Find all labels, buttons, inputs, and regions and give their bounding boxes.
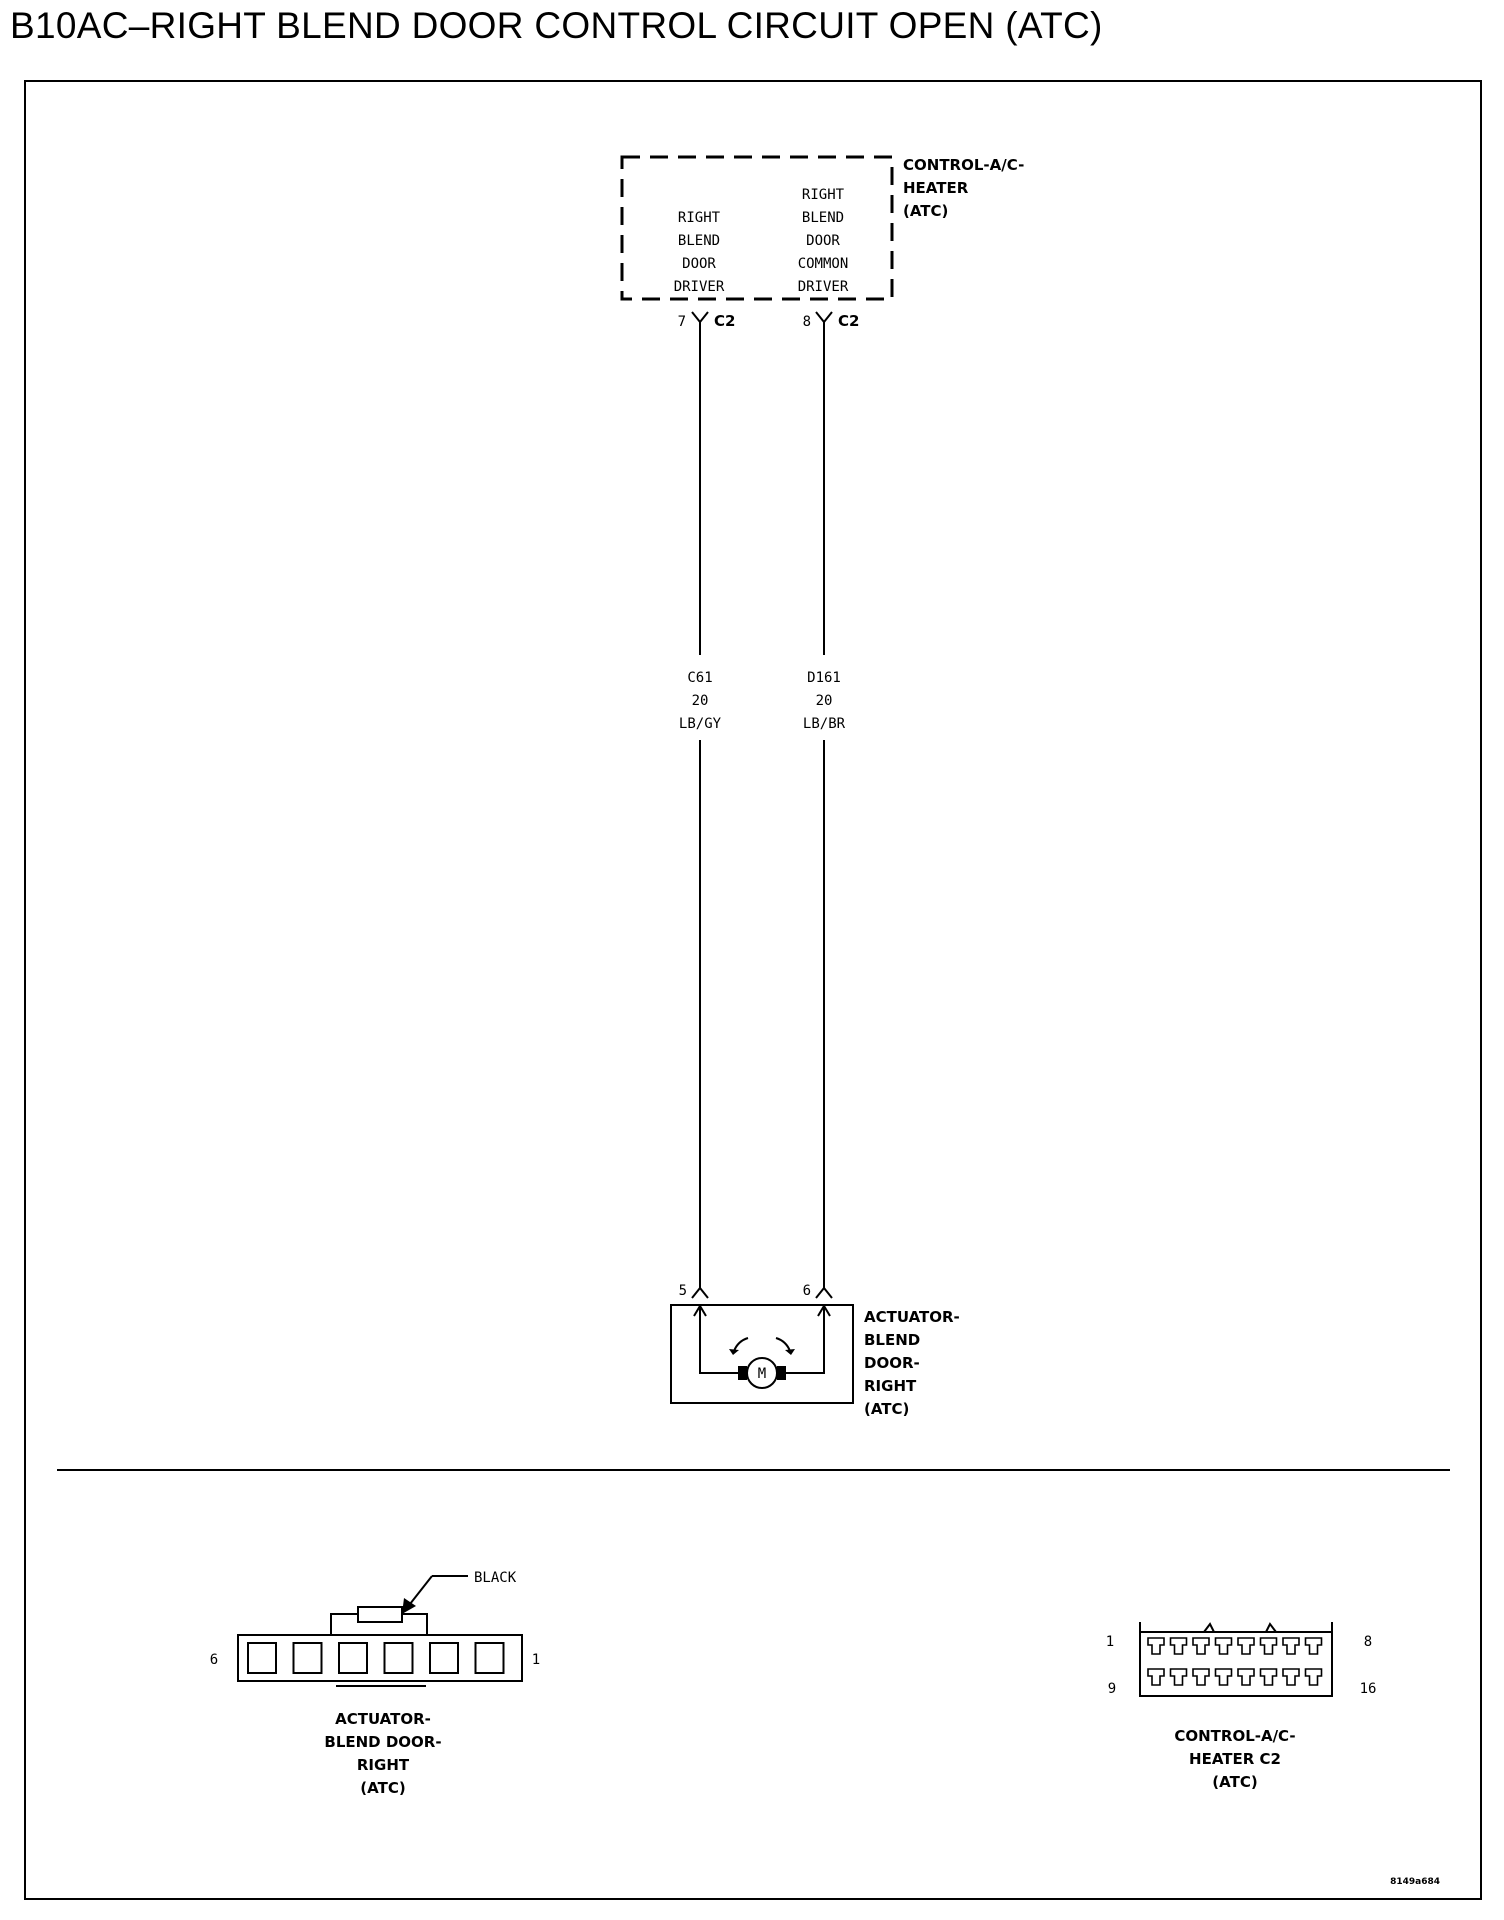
motor-icon	[746, 1357, 778, 1389]
wire-d161-circuit: D161	[807, 670, 841, 686]
module-cavity	[1282, 1668, 1300, 1686]
module-connector-pin-1: 1	[1106, 1634, 1114, 1650]
actuator-outline	[670, 1304, 854, 1404]
module-cavity	[1169, 1637, 1188, 1655]
wire-d161-gauge: 20	[816, 693, 833, 709]
actuator-cavity	[338, 1642, 368, 1674]
module-name-line-2: HEATER	[903, 179, 969, 197]
module-caption-line-2: HEATER C2	[1189, 1750, 1281, 1768]
wire-c61-color: LB/GY	[679, 716, 722, 732]
actuator-caption-line-2: BLEND DOOR-	[324, 1733, 441, 1751]
actuator-connector-pin-6: 6	[210, 1652, 218, 1668]
actuator-fork-right	[815, 1286, 833, 1299]
pin-label-right-3: DOOR	[806, 233, 840, 249]
actuator-pin-5: 5	[679, 1283, 687, 1299]
diagram-frame	[24, 80, 1482, 1900]
module-name-line-3: (ATC)	[903, 202, 948, 220]
module-cavity	[1192, 1637, 1210, 1655]
pin-label-left-4: DRIVER	[674, 279, 725, 295]
module-cavity	[1147, 1637, 1165, 1655]
module-cavity	[1192, 1668, 1210, 1686]
figure-id: 8149a684	[1390, 1877, 1440, 1887]
wire-d161-color: LB/BR	[803, 716, 846, 732]
motor-label: M	[758, 1366, 766, 1382]
connector-latch-tab	[357, 1606, 403, 1623]
rotation-arrow-left-icon	[733, 1337, 749, 1352]
module-name-line-1: CONTROL-A/C-	[903, 156, 1024, 174]
actuator-pin-6: 6	[803, 1283, 811, 1299]
motor-brush-left	[738, 1366, 747, 1380]
pin-fork-right	[815, 311, 833, 330]
pin-label-right-4: COMMON	[798, 256, 849, 272]
actuator-caption-line-3: RIGHT	[357, 1756, 410, 1774]
actuator-internal-wire	[699, 1305, 825, 1374]
pin-fork-left	[691, 311, 709, 330]
module-cavity	[1282, 1637, 1300, 1655]
callout-arrowhead	[402, 1598, 416, 1614]
actuator-cavities	[247, 1642, 505, 1674]
actuator-cavity	[292, 1642, 323, 1674]
callout-leader-diag	[409, 1575, 433, 1605]
wire-c61-gauge: 20	[692, 693, 709, 709]
actuator-fork-left	[691, 1286, 709, 1299]
module-cavity	[1214, 1637, 1233, 1655]
pin-label-right-5: DRIVER	[798, 279, 849, 295]
actuator-arrowheads	[693, 1304, 831, 1317]
module-caption-line-1: CONTROL-A/C-	[1174, 1727, 1295, 1745]
module-connector-pin-9: 9	[1108, 1681, 1116, 1697]
actuator-caption-line-4: (ATC)	[360, 1779, 405, 1797]
module-connector-body	[1139, 1631, 1333, 1697]
module-cavity	[1304, 1668, 1323, 1686]
actuator-cavity	[383, 1642, 414, 1674]
module-connector-top-keys	[1139, 1622, 1333, 1633]
module-cavity	[1237, 1668, 1255, 1686]
actuator-cavity	[429, 1642, 459, 1674]
rotation-arrowhead-left-icon	[729, 1349, 739, 1355]
module-cavity	[1304, 1637, 1323, 1655]
module-cavity	[1147, 1668, 1165, 1686]
module-connector-c2-left: C2	[714, 312, 735, 330]
module-cavity	[1259, 1637, 1278, 1655]
rotation-arrow-right-icon	[775, 1337, 791, 1352]
module-connector-pin-8: 8	[1364, 1634, 1372, 1650]
module-cavity	[1237, 1637, 1255, 1655]
actuator-connector-body	[237, 1634, 523, 1682]
module-pin-8: 8	[803, 314, 811, 330]
module-connector-pin-16: 16	[1360, 1681, 1377, 1697]
pin-label-left-2: BLEND	[678, 233, 720, 249]
module-cavities	[1147, 1637, 1323, 1686]
module-connector-c2-right: C2	[838, 312, 859, 330]
actuator-name-line-1: ACTUATOR-	[864, 1308, 960, 1326]
module-cavity	[1214, 1668, 1233, 1686]
actuator-cavity	[247, 1642, 277, 1674]
module-pin-7: 7	[678, 314, 686, 330]
module-caption-line-3: (ATC)	[1212, 1773, 1257, 1791]
motor-brush-right	[777, 1366, 786, 1380]
actuator-name-line-4: RIGHT	[864, 1377, 917, 1395]
actuator-cavity	[474, 1642, 505, 1674]
pin-label-left-1: RIGHT	[678, 210, 721, 226]
actuator-name-line-5: (ATC)	[864, 1400, 909, 1418]
module-outline	[620, 155, 894, 301]
actuator-name-line-3: DOOR-	[864, 1354, 920, 1372]
wire-c61-circuit: C61	[687, 670, 712, 686]
actuator-name-line-2: BLEND	[864, 1331, 920, 1349]
actuator-connector-pin-1: 1	[532, 1652, 540, 1668]
pin-label-right-2: BLEND	[802, 210, 844, 226]
page-title: B10AC–RIGHT BLEND DOOR CONTROL CIRCUIT O…	[10, 5, 1103, 46]
rotation-arrowhead-right-icon	[785, 1349, 795, 1355]
module-cavity	[1169, 1668, 1188, 1686]
actuator-caption-line-1: ACTUATOR-	[335, 1710, 431, 1728]
pin-label-left-3: DOOR	[682, 256, 716, 272]
connector-callout-black: BLACK	[474, 1570, 517, 1586]
pin-label-right-1: RIGHT	[802, 187, 845, 203]
module-cavity	[1259, 1668, 1278, 1686]
